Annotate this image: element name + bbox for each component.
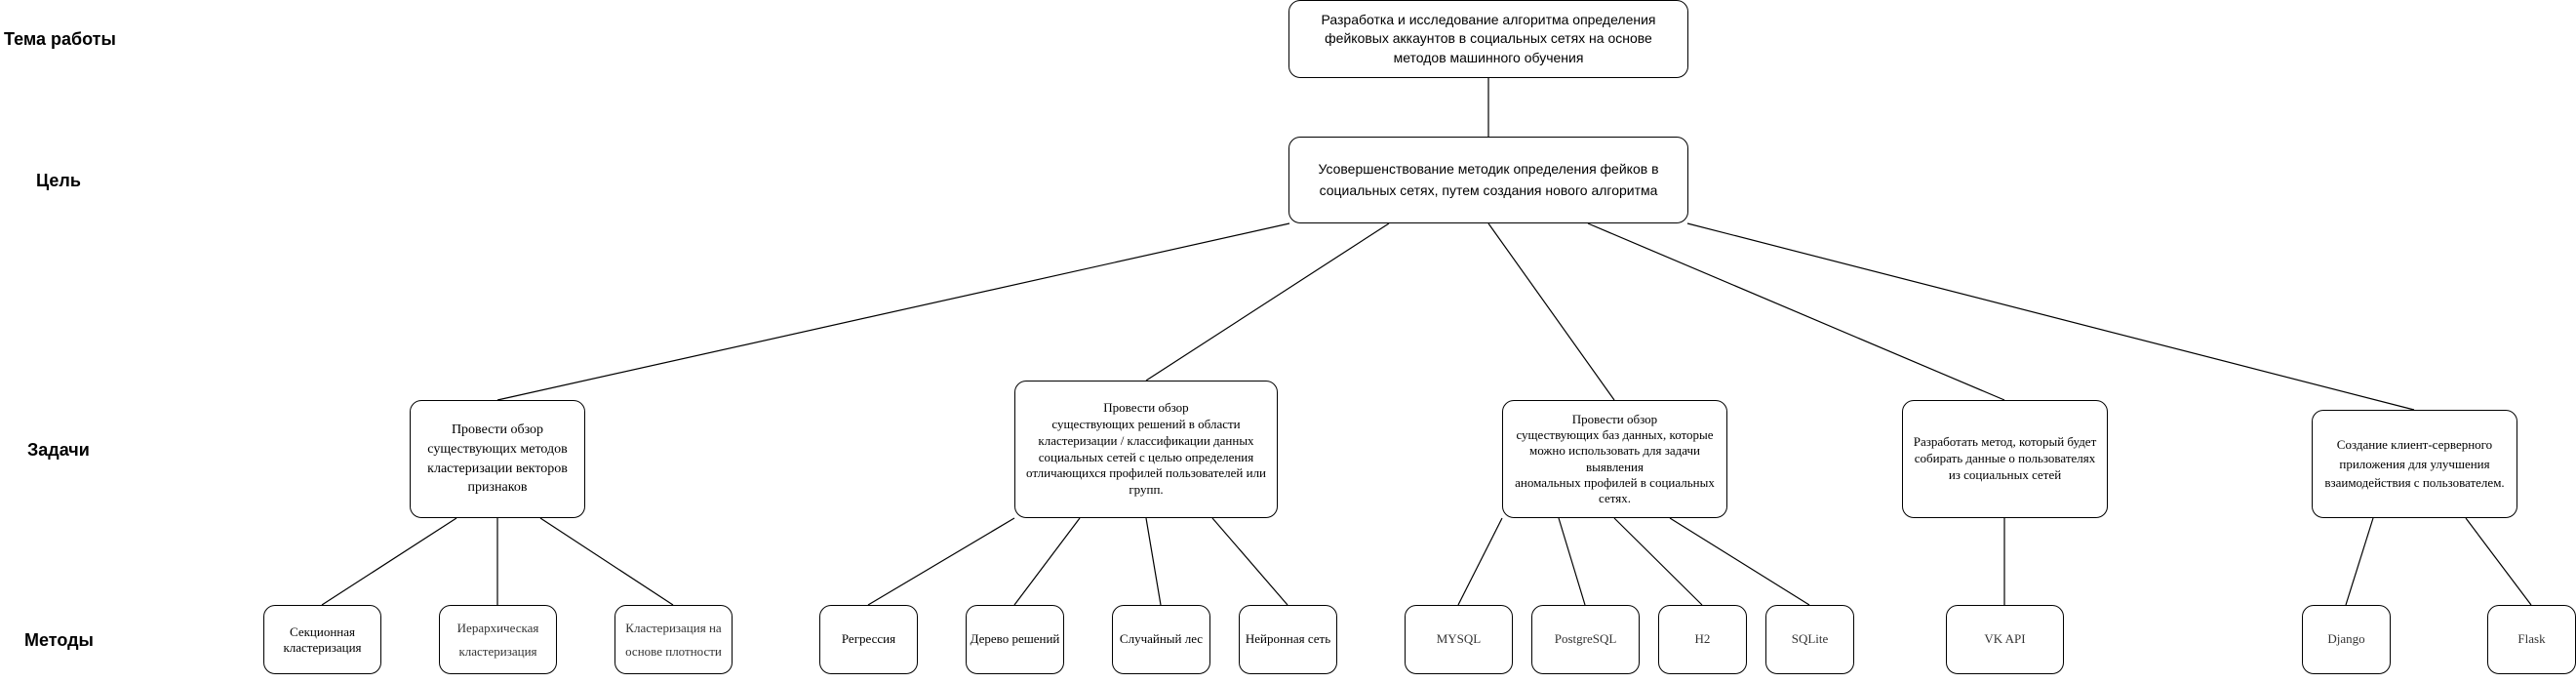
row-label-tasks: Задачи <box>27 440 90 460</box>
goal-text: Усовершенствование методик определения ф… <box>1318 160 1659 198</box>
task-node-2: Провести обзор существующих решений в об… <box>1014 381 1278 518</box>
method-text: Дерево решений <box>970 631 1060 647</box>
task-node-1: Провести обзор существующих методов клас… <box>410 400 585 518</box>
edge-task1-method-1 <box>321 517 457 606</box>
method-node-mysql: MYSQL <box>1405 605 1513 674</box>
method-node-h2: H2 <box>1658 605 1747 674</box>
edge-goal-task-5 <box>1686 222 2415 411</box>
task-text-2: Провести обзор существующих решений в об… <box>1025 399 1267 498</box>
edge-task5-method-1 <box>2345 517 2374 606</box>
method-node-random-forest: Случайный лес <box>1112 605 1210 674</box>
edge-task3-method-2 <box>1558 517 1586 606</box>
method-text: Кластеризация на основе плотности <box>625 621 722 659</box>
edge-task2-method-1 <box>867 517 1015 606</box>
task-node-4: Разработать метод, который будет собират… <box>1902 400 2108 518</box>
edge-goal-task-2 <box>1145 222 1390 382</box>
task-text-3: Провести обзор существующих баз данных, … <box>1515 411 1715 505</box>
method-text: Нейронная сеть <box>1245 631 1331 647</box>
edge-goal-task-3 <box>1487 222 1615 401</box>
method-text: Случайный лес <box>1119 631 1204 647</box>
method-text: Секционная кластеризация <box>283 623 362 655</box>
method-text: MYSQL <box>1436 631 1482 647</box>
topic-node: Разработка и исследование алгоритма опре… <box>1288 0 1688 78</box>
method-node-sqlite: SQLite <box>1765 605 1854 674</box>
method-text: VK API <box>1984 631 2026 647</box>
method-node-regression: Регрессия <box>819 605 918 674</box>
task-node-3: Провести обзор существующих баз данных, … <box>1502 400 1727 518</box>
method-text: H2 <box>1694 631 1711 647</box>
row-label-methods: Методы <box>24 630 94 650</box>
task-text-1: Провести обзор существующих методов клас… <box>427 422 568 496</box>
method-node-django: Django <box>2302 605 2391 674</box>
edge-goal-task-1 <box>496 222 1290 401</box>
edge-task3-method-3 <box>1613 517 1703 606</box>
method-node-flask: Flask <box>2487 605 2576 674</box>
task-text-5: Создание клиент-серверного приложения дл… <box>2324 437 2505 491</box>
edge-task2-method-2 <box>1013 517 1081 606</box>
method-text: Регрессия <box>841 631 896 647</box>
method-text: Flask <box>2517 631 2546 647</box>
row-label-topic: Тема работы <box>4 29 116 49</box>
method-node-decision-tree: Дерево решений <box>966 605 1064 674</box>
method-node-sectional-clustering: Секционная кластеризация <box>263 605 381 674</box>
method-text: Иерархическая кластеризация <box>456 621 539 659</box>
method-text: Django <box>2327 631 2365 647</box>
method-text: SQLite <box>1791 631 1829 647</box>
topic-text: Разработка и исследование алгоритма опре… <box>1321 11 1656 65</box>
task-node-5: Создание клиент-серверного приложения дл… <box>2312 410 2517 518</box>
task-text-4: Разработать метод, который будет собират… <box>1913 434 2097 482</box>
edge-task3-method-4 <box>1669 517 1810 606</box>
method-text: PostgreSQL <box>1554 631 1617 647</box>
edge-task1-method-3 <box>539 517 674 606</box>
edge-task3-method-1 <box>1457 517 1503 606</box>
method-node-neural-network: Нейронная сеть <box>1239 605 1337 674</box>
method-node-density-clustering: Кластеризация на основе плотности <box>614 605 733 674</box>
goal-node: Усовершенствование методик определения ф… <box>1288 137 1688 223</box>
edge-task2-method-3 <box>1145 517 1162 606</box>
edge-task2-method-4 <box>1211 517 1288 606</box>
method-node-vk-api: VK API <box>1946 605 2064 674</box>
method-node-hierarchical-clustering: Иерархическая кластеризация <box>439 605 557 674</box>
row-label-goal: Цель <box>36 171 81 190</box>
method-node-postgresql: PostgreSQL <box>1531 605 1640 674</box>
edge-task5-method-2 <box>2465 517 2532 606</box>
edge-goal-task-4 <box>1587 222 2005 401</box>
